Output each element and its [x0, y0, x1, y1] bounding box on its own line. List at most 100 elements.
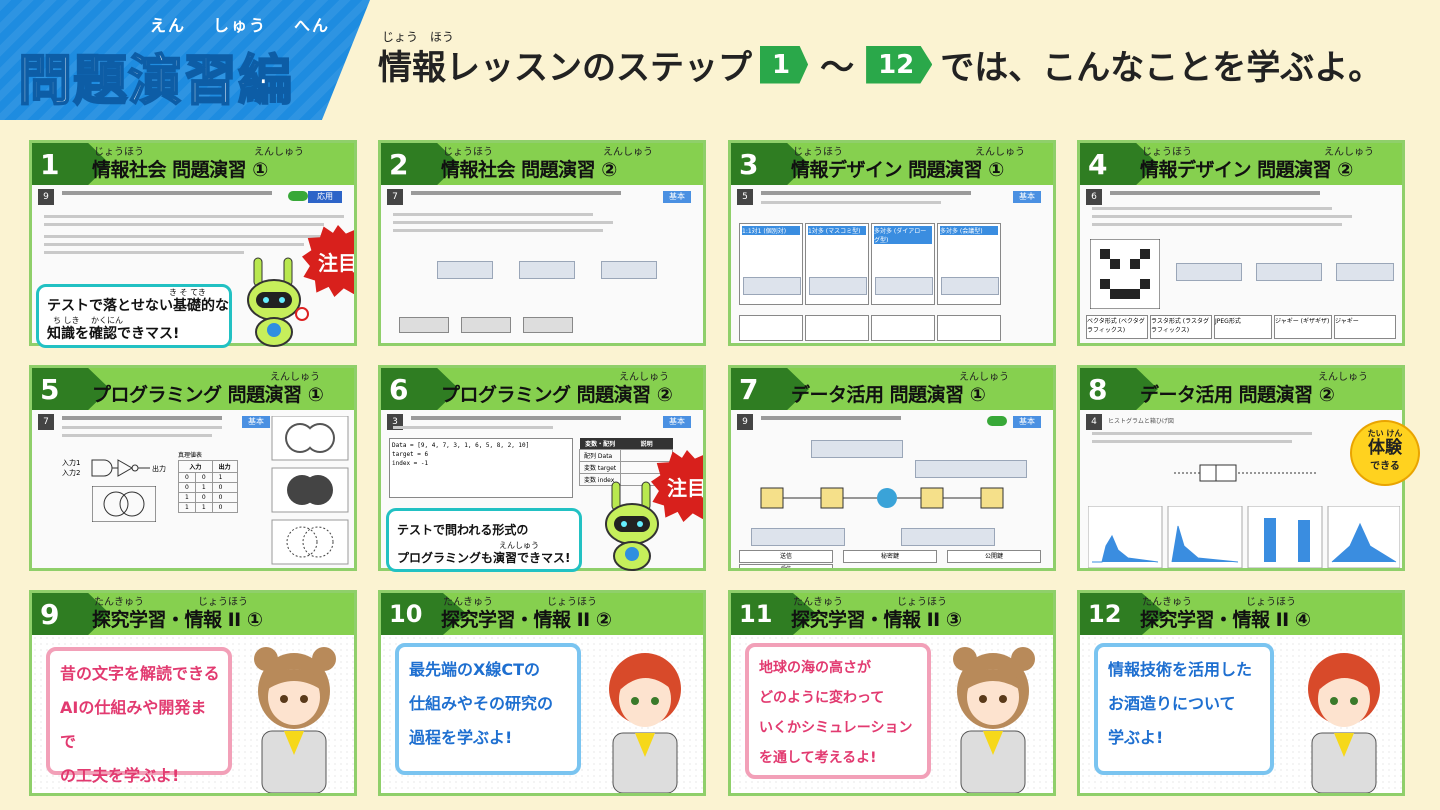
cc-license-icon	[461, 317, 511, 333]
question-text	[62, 191, 272, 195]
question-number: 9	[737, 414, 753, 430]
lesson-card-7[interactable]: 7 えんしゅう データ活用 問題演習 ① 9 基本 送信 秘密鍵 公開鍵 受信	[728, 365, 1056, 571]
student-boy-icon	[1308, 653, 1380, 793]
truth-cell: 1	[178, 492, 196, 503]
basic-tag: 基本	[1013, 191, 1041, 203]
question-heading: ヒストグラムと箱ひげ図	[1108, 418, 1174, 425]
gate-input-label: 入力1	[62, 459, 81, 467]
choice-box: ラスタ形式 (ラスタグラフィックス)	[1150, 315, 1212, 339]
card-title: プログラミング 問題演習 ②	[441, 384, 673, 406]
var-cell: 配列 Data	[578, 449, 622, 462]
ruby-jou: じょう	[382, 30, 419, 44]
lesson-card-9[interactable]: 9 たんきゅう じょうほう 探究学習・情報 II ① 昔の文字を解読できる AI…	[29, 590, 357, 796]
text-line	[393, 426, 553, 429]
header-badge-stripes	[0, 0, 370, 120]
ruby-hou: ほう	[429, 30, 454, 44]
card-title: データ活用 問題演習 ①	[791, 384, 986, 406]
robot-mascot-icon	[247, 257, 309, 347]
question-text	[1110, 191, 1320, 195]
question-text	[761, 416, 901, 420]
question-number: 7	[38, 414, 54, 430]
lesson-card-12[interactable]: 12 たんきゅう じょうほう 探究学習・情報 II ④ 情報技術を活用した お酒…	[1077, 590, 1405, 796]
choice-box: ジャギー (ギザギザ)	[1274, 315, 1332, 339]
code-line: index = -1	[392, 460, 429, 467]
subtitle: 情報レッスンのステップ 1 〜 12 では、こんなことを学ぶよ。	[378, 40, 1382, 89]
card-number: 6	[381, 368, 459, 410]
truth-table-head: 入力	[178, 460, 213, 473]
truth-cell: 0	[211, 482, 238, 493]
card-ruby-a: たんきゅう	[793, 597, 843, 608]
cc-license-icon	[523, 317, 573, 333]
lesson-card-10[interactable]: 10 たんきゅう じょうほう 探究学習・情報 II ② 最先端のX線CTの 仕組…	[378, 590, 706, 796]
card-title: 探究学習・情報 II ①	[92, 609, 263, 631]
badge-ruby: たい けん	[1367, 429, 1403, 438]
choice-send: 送信	[739, 550, 833, 563]
tag-dot	[288, 191, 308, 201]
card-title: 情報デザイン 問題演習 ②	[1140, 159, 1353, 181]
speech-line: 仕組みやその研究の	[409, 694, 554, 713]
tag-dot	[987, 416, 1007, 426]
speech-line: どのように変わって	[759, 690, 885, 706]
speech-line: 昔の文字を解読できる	[60, 664, 220, 683]
card-ruby-b: じょうほう	[897, 597, 947, 608]
lesson-card-5[interactable]: 5 えんしゅう プログラミング 問題演習 ① 7 基本 入力1 入力2 出力 真…	[29, 365, 357, 571]
basic-tag: 基本	[663, 416, 691, 428]
ruby-en: えん	[150, 16, 187, 35]
text-line	[761, 201, 941, 204]
card-title: 探究学習・情報 II ④	[1140, 609, 1311, 631]
choice-box: ジャギー	[1334, 315, 1396, 339]
answer-box	[901, 528, 995, 546]
truth-cell: 0	[178, 482, 196, 493]
text-line	[44, 223, 324, 226]
worksheet-preview: 6 ベクタ形式 (ベクタグラフィックス) ラスタ形式 (ラスタグラフィックス) …	[1080, 185, 1402, 343]
callout-ruby: き そ てき	[169, 288, 206, 297]
text-line	[1092, 215, 1352, 218]
card-title: データ活用 問題演習 ②	[1140, 384, 1335, 406]
choice-box: JPEG形式	[1214, 315, 1272, 339]
comm-model-label: 1対多 (マスコミ型)	[808, 226, 866, 235]
text-line	[393, 229, 603, 232]
speech-bubble: 最先端のX線CTの 仕組みやその研究の 過程を学ぶよ!	[395, 643, 581, 775]
card-ruby-a: たんきゅう	[94, 597, 144, 608]
card-ruby-b: えんしゅう	[254, 147, 304, 158]
lesson-card-4[interactable]: 4 じょうほう えんしゅう 情報デザイン 問題演習 ② 6 ベクタ形式 (ベクタ…	[1077, 140, 1405, 346]
card-1-callout: き そ てき テストで落とせない基礎的な ち しき かくにん 知識を確認できマス…	[36, 284, 232, 348]
answer-box	[1336, 263, 1394, 281]
speech-line: 情報技術を活用した	[1108, 660, 1253, 679]
cc-license-icon	[399, 317, 449, 333]
basic-tag: 基本	[242, 416, 270, 428]
text-line	[393, 221, 613, 224]
logic-gate-icon	[91, 459, 150, 477]
ruby-shuu: しゅう	[212, 16, 267, 35]
lesson-card-8[interactable]: 8 えんしゅう データ活用 問題演習 ② 4 ヒストグラムと箱ひげ図	[1077, 365, 1405, 571]
card-ruby-a: たんきゅう	[443, 597, 493, 608]
card-ruby-b: えんしゅう	[1318, 372, 1368, 383]
text-line	[44, 235, 344, 238]
basic-tag: 基本	[1013, 416, 1041, 428]
question-number: 4	[1086, 414, 1102, 430]
basic-tag: 基本	[663, 191, 691, 203]
card-ruby-b: えんしゅう	[619, 372, 669, 383]
speech-line: いくかシミュレーション	[759, 720, 913, 736]
truth-table-title: 真理値表	[178, 452, 203, 459]
card-ruby-b: えんしゅう	[1324, 147, 1374, 158]
lesson-card-11[interactable]: 11 たんきゅう じょうほう 探究学習・情報 II ③ 地球の海の高さが どのよ…	[728, 590, 1056, 796]
try-it-badge: たい けん 体験 できる	[1350, 420, 1420, 486]
lesson-card-3[interactable]: 3 じょうほう えんしゅう 情報デザイン 問題演習 ① 5 基本 1:1対1 (…	[728, 140, 1056, 346]
choice-receive: 受信	[739, 564, 833, 568]
subtitle-tilde: 〜	[820, 48, 855, 88]
card-ruby-a: じょうほう	[443, 147, 493, 158]
truth-cell: 0	[178, 472, 196, 483]
step-chip-from: 1	[760, 45, 809, 84]
speech-line: を通して考えるよ!	[759, 750, 877, 766]
comm-model-label: 多対多 (会議型)	[940, 226, 998, 235]
robot-mascot-icon	[605, 481, 659, 571]
card-title: プログラミング 問題演習 ①	[92, 384, 324, 406]
answer-box	[915, 460, 1027, 478]
question-number: 7	[387, 189, 403, 205]
student-girl-icon	[953, 647, 1035, 793]
lesson-card-2[interactable]: 2 じょうほう えんしゅう 情報社会 問題演習 ② 7 基本	[378, 140, 706, 346]
code-block: Data = [9, 4, 7, 3, 1, 6, 5, 8, 2, 10] t…	[389, 438, 573, 498]
